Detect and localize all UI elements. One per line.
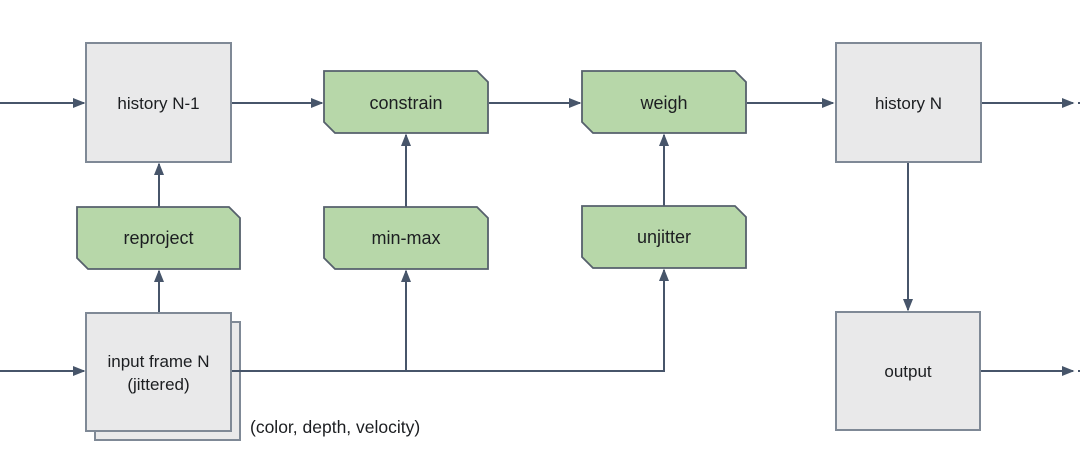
label-unjitter: unjitter: [637, 227, 691, 247]
node-constrain: [323, 70, 489, 134]
node-input-frame: [85, 312, 232, 432]
node-history-n: [835, 42, 982, 163]
label-constrain: constrain: [369, 93, 442, 113]
label-history-prev: history N-1: [117, 94, 199, 113]
label-weigh: weigh: [639, 93, 687, 113]
annotation-input-channels: (color, depth, velocity): [250, 417, 420, 437]
node-history-prev: [85, 42, 232, 163]
node-min-max: [323, 206, 489, 270]
label-input-frame-line1: input frame N: [107, 352, 209, 371]
node-reproject: [76, 206, 241, 270]
label-min-max: min-max: [371, 228, 440, 248]
label-input-frame-line2: (jittered): [127, 375, 189, 394]
arrow-input-bus-to-unjitter: [231, 268, 669, 372]
node-unjitter: [581, 205, 747, 269]
label-reproject: reproject: [123, 228, 193, 248]
label-history-n: history N: [875, 94, 942, 113]
node-output: [835, 311, 981, 431]
label-output: output: [884, 362, 932, 381]
node-weigh: [581, 70, 747, 134]
